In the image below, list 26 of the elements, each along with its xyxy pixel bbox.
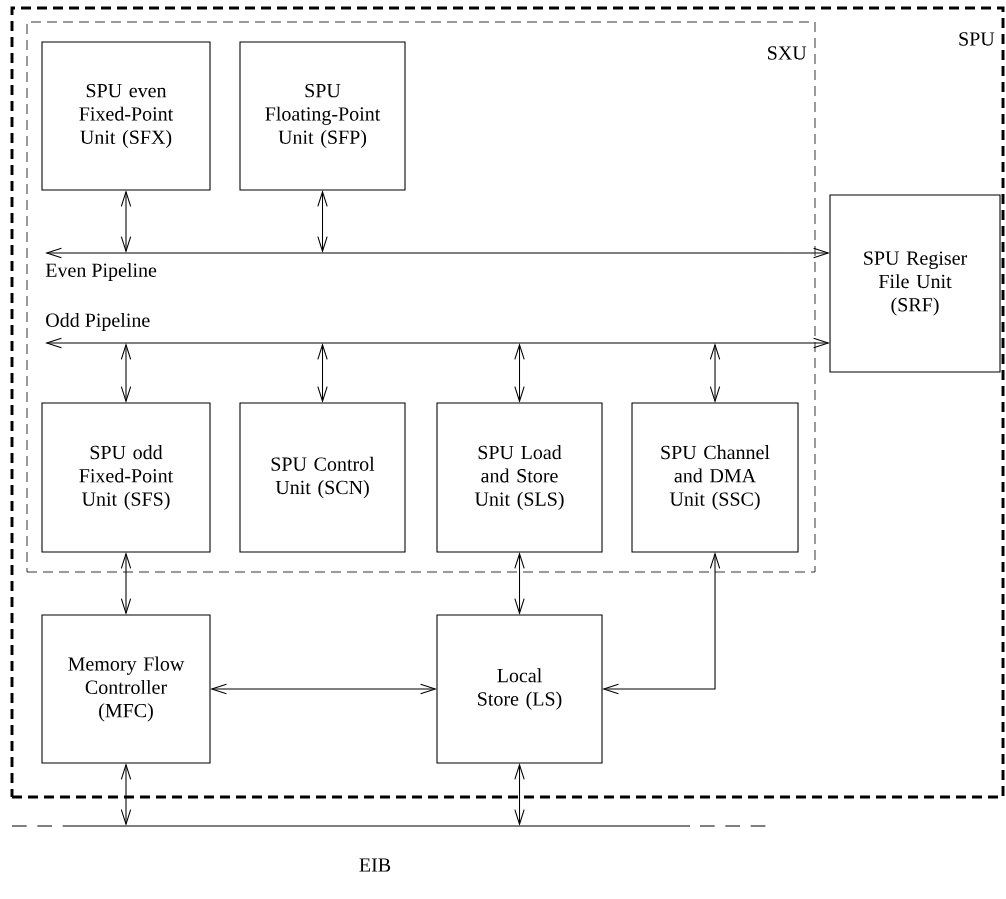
- unit-box: SPU odd Fixed-Point Unit (SFS): [41, 402, 211, 553]
- bus-line: EIB: [11, 825, 771, 872]
- unit-box: Memory Flow Controller (MFC): [41, 614, 211, 764]
- arrow: [317, 343, 328, 403]
- bus-line: Even Pipeline: [45, 247, 791, 282]
- arrow: [789, 337, 830, 349]
- arrow: [317, 190, 328, 253]
- unit-box: SPU Control Unit (SCN): [239, 402, 406, 553]
- arrow: [514, 552, 525, 615]
- arrow: [120, 343, 132, 403]
- arrow: [514, 343, 525, 403]
- unit-box: Local Store (LS): [436, 614, 603, 764]
- bus-line: Odd Pipeline: [45, 312, 791, 349]
- arrow: [120, 763, 132, 826]
- arrow: [120, 190, 132, 253]
- arrow: [210, 683, 437, 695]
- unit-box: SPU Regiser File Unit (SRF): [829, 194, 1001, 373]
- arrow: [120, 552, 132, 615]
- arrow: [789, 247, 830, 259]
- arrow: [602, 552, 721, 695]
- unit-box: SPU Floating-Point Unit (SFP): [239, 41, 406, 191]
- arrow: [709, 343, 721, 403]
- arrow: [514, 763, 525, 826]
- unit-box: SPU even Fixed-Point Unit (SFX): [41, 41, 211, 191]
- unit-box: SPU Load and Store Unit (SLS): [436, 402, 603, 553]
- unit-box: SPU Channel and DMA Unit (SSC): [631, 402, 799, 553]
